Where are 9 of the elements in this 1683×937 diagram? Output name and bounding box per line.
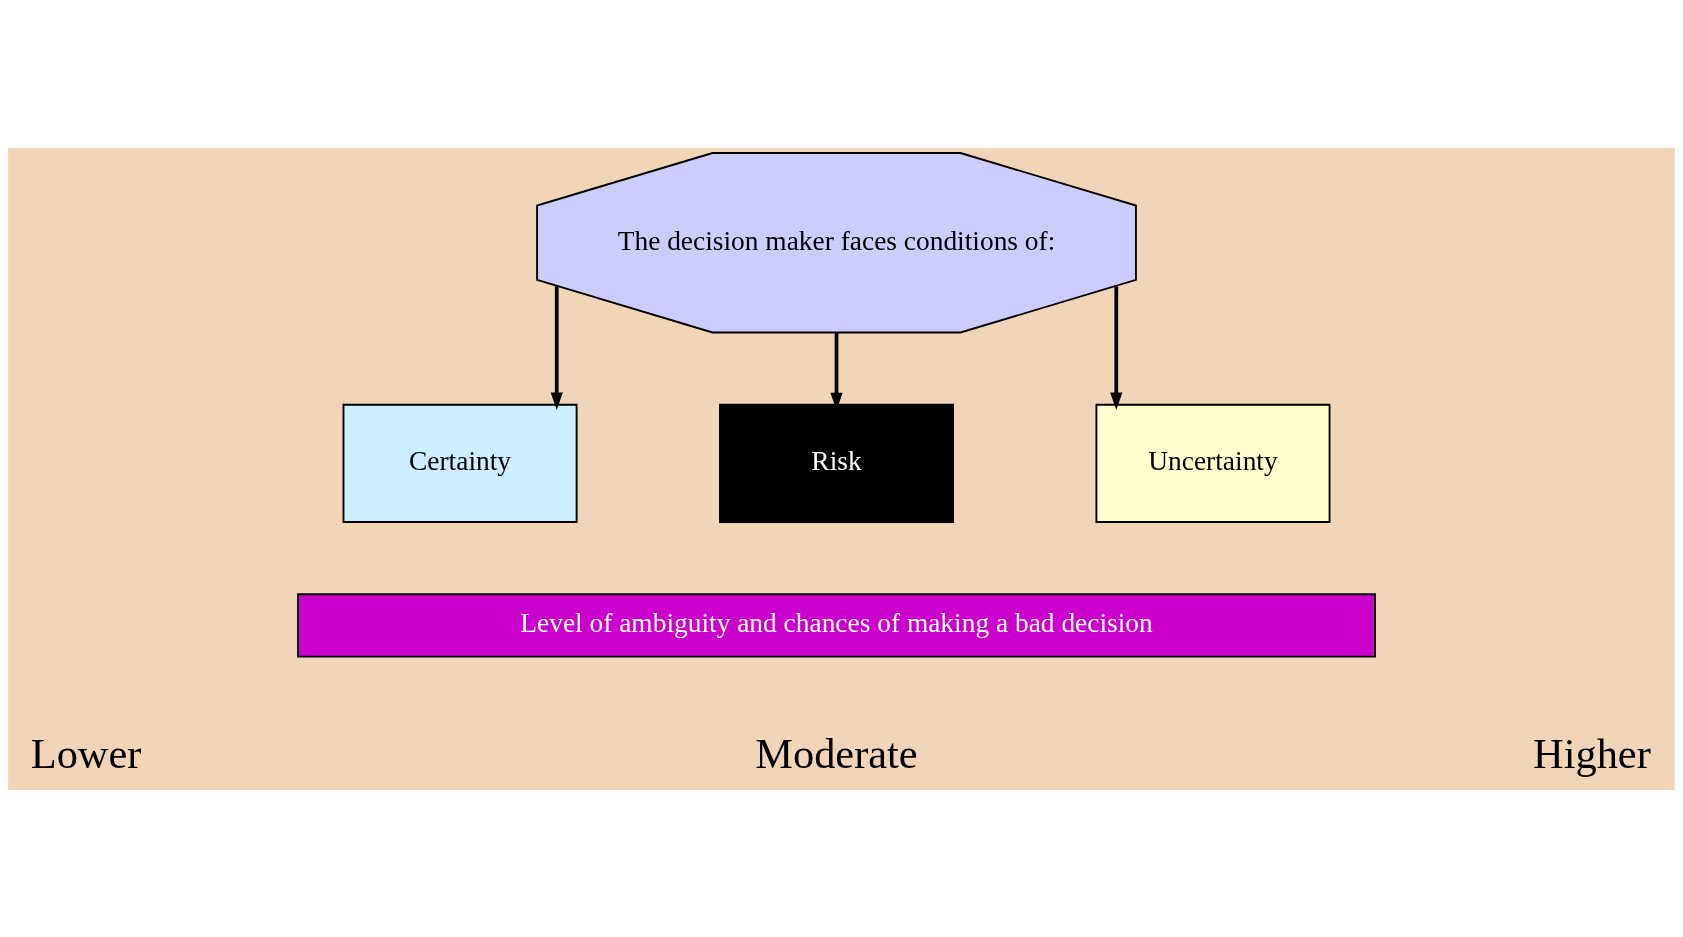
label: Lower xyxy=(30,729,142,777)
node-box: Risk xyxy=(719,403,954,523)
node-box: Level of ambiguity and chances of making a bad decision xyxy=(297,592,1376,658)
node-box: Uncertainty xyxy=(1095,403,1331,523)
label: Moderate xyxy=(755,729,918,777)
arrow xyxy=(550,285,563,410)
arrow xyxy=(1110,285,1123,410)
label: Higher xyxy=(1533,729,1651,777)
node-box: Certainty xyxy=(342,403,578,523)
